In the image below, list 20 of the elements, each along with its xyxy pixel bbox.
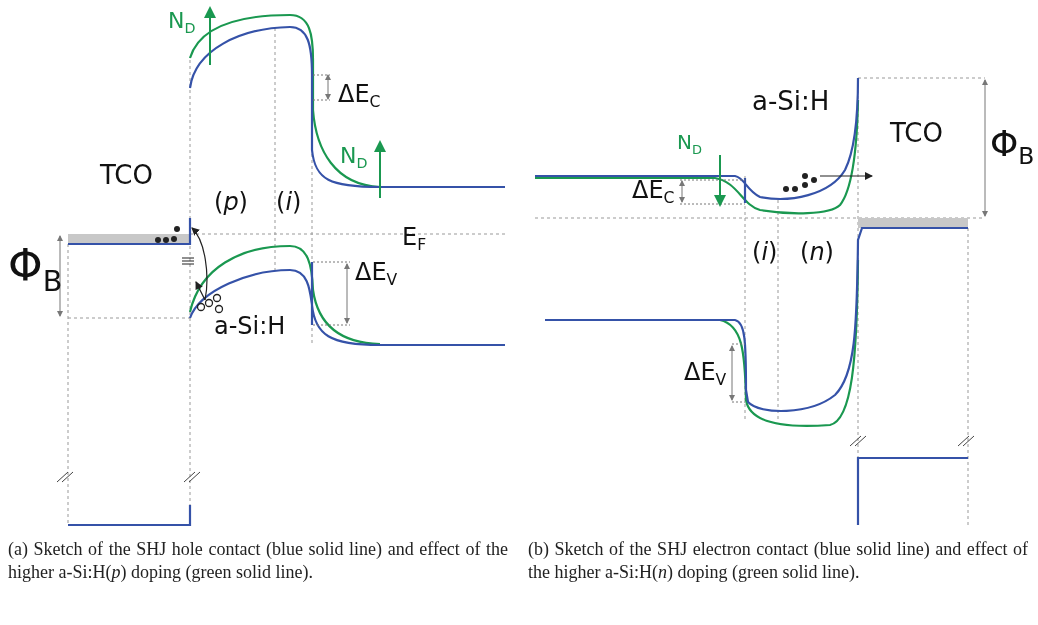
material-label: TCO [100,162,153,188]
n-d-label: N$_{D}$ [340,145,368,171]
figure-caption: (a) Sketch of the SHJ hole contact (blue solid line) and effect of the higher a-Si:H(p) doping (green solid line). [8,538,508,584]
barrier-height-label: Φ$_{B}$ [990,126,1035,169]
band-offset-label: ΔE$_{V}$ [684,360,727,390]
n-d-label: N$_{D}$ [677,132,702,156]
fermi-level-label: E$_{F}$ [402,225,427,255]
material-label: a-Si:H [752,88,830,114]
layer-label: (n) [800,240,834,264]
band-offset-label: ΔE$_{C}$ [338,82,381,112]
band-offset-label: ΔE$_{C}$ [632,178,675,208]
layer-label: (p) [214,190,248,214]
figure-caption: (b) Sketch of the SHJ electron contact (blue solid line) and effect of the higher a-Si:H(n) doping (green solid line). [528,538,1028,584]
band-offset-label: ΔE$_{V}$ [355,260,398,290]
material-label: a-Si:H [214,314,286,338]
layer-label: (i) [752,240,778,264]
material-label: TCO [890,120,943,146]
barrier-height-label: Φ$_{B}$ [8,244,63,296]
n-d-label: N$_{D}$ [168,10,196,36]
layer-label: (i) [276,190,302,214]
